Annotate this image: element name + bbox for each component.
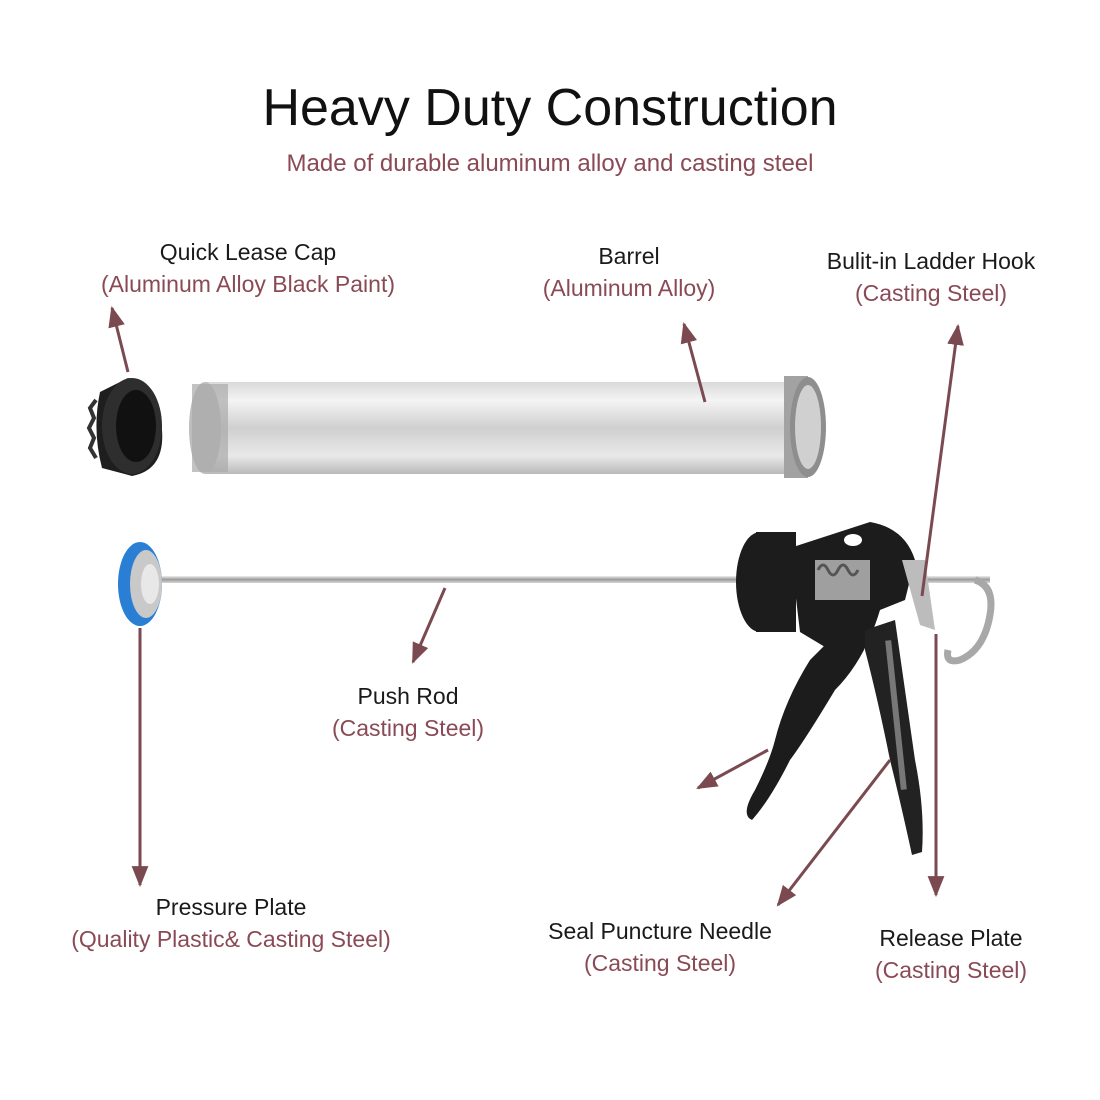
part-material: (Casting Steel) <box>854 280 1008 306</box>
part-name: Seal Puncture Needle <box>548 918 772 944</box>
part-name: Barrel <box>598 243 660 269</box>
label-release-plate: Release Plate (Casting Steel) <box>840 922 1062 986</box>
label-seal-puncture-needle: Seal Puncture Needle (Casting Steel) <box>515 915 805 979</box>
part-material: (Casting Steel) <box>583 950 737 976</box>
arrow-seal-puncture-needle <box>776 759 892 907</box>
label-push-rod: Push Rod (Casting Steel) <box>298 680 518 744</box>
label-ladder-hook: Bulit-in Ladder Hook (Casting Steel) <box>790 245 1072 309</box>
callout-arrows <box>108 305 964 907</box>
part-name: Quick Lease Cap <box>159 239 337 265</box>
arrow-barrel <box>680 321 707 403</box>
arrow-ladder-hook <box>920 323 964 597</box>
push-rod-image <box>160 576 995 665</box>
page-title: Heavy Duty Construction <box>262 79 838 137</box>
gun-body-image <box>736 522 935 855</box>
page-subtitle: Made of durable aluminum alloy and casti… <box>286 150 814 177</box>
part-material: (Quality Plastic& Casting Steel) <box>71 926 391 952</box>
part-name: Pressure Plate <box>155 894 307 920</box>
label-quick-lease-cap: Quick Lease Cap (Aluminum Alloy Black Pa… <box>58 236 438 300</box>
arrow-push-rod <box>411 587 447 664</box>
part-material: (Casting Steel) <box>874 957 1028 983</box>
quick-lease-cap-image <box>86 378 163 476</box>
part-material: (Aluminum Alloy) <box>542 275 716 301</box>
part-name: Push Rod <box>357 683 459 709</box>
barrel-image <box>189 376 826 478</box>
part-material: (Aluminum Alloy Black Paint) <box>101 271 395 297</box>
pressure-plate-image <box>118 542 162 626</box>
arrow-quick-lease-cap <box>108 305 130 373</box>
part-name: Release Plate <box>879 925 1023 951</box>
part-name: Bulit-in Ladder Hook <box>826 248 1036 274</box>
arrow-gun-handle <box>696 748 769 790</box>
label-barrel: Barrel (Aluminum Alloy) <box>499 240 759 304</box>
label-pressure-plate: Pressure Plate (Quality Plastic& Casting… <box>25 891 437 955</box>
part-material: (Casting Steel) <box>331 715 485 741</box>
